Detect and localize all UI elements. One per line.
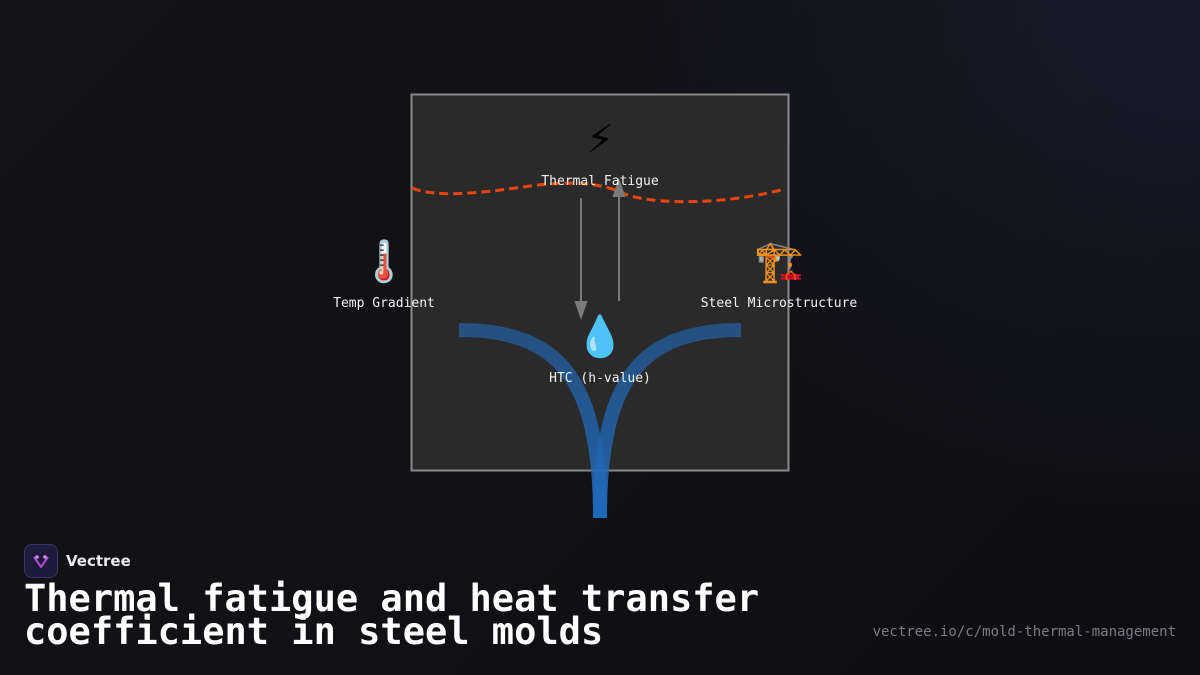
flow-curve-right [593,323,742,519]
fatigue-wave-line [411,181,786,204]
page-url[interactable]: vectree.io/c/mold-thermal-management [872,624,1176,640]
node-label-temp-gradient: Temp Gradient [333,296,435,311]
vectree-logo-icon [24,544,58,578]
water-droplet-icon: 💧 [575,313,625,360]
thermometer-icon: 🌡️ [359,238,409,285]
brand: Vectree [24,544,131,578]
arrow-down-head [574,301,588,320]
lightning-icon: ⚡ [586,117,614,163]
diagram-panel [410,93,790,472]
node-label-htc: HTC (h-value) [549,371,651,386]
page-title: Thermal fatigue and heat transfer coeffi… [24,577,760,653]
node-label-steel-microstructure: Steel Microstructure [701,296,858,311]
construction-crane-icon: 🏗️ [754,239,804,285]
node-label-thermal-fatigue: Thermal Fatigue [541,174,659,189]
brand-name: Vectree [66,552,131,570]
arrow-up-head [612,178,626,197]
